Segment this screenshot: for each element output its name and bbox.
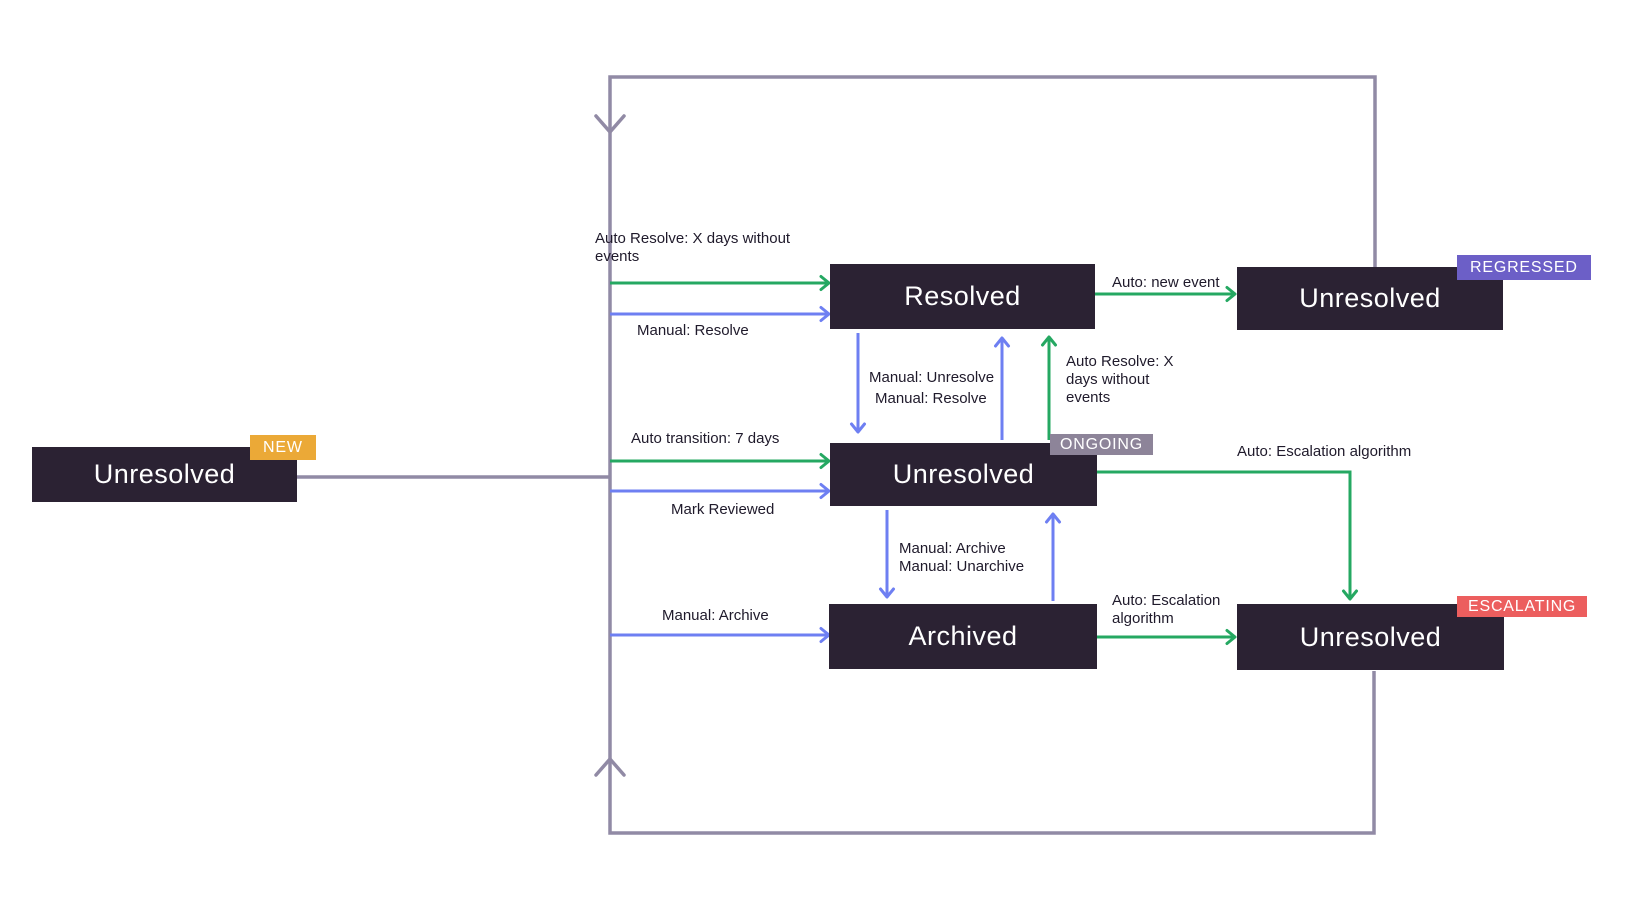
edge-label-manual-resolve-mid: Manual: Resolve	[875, 390, 987, 407]
edge-label-auto-resolve-mid: Auto Resolve: X days without events	[1066, 353, 1174, 406]
edge-label-manual-unresolve: Manual: Unresolve	[869, 369, 995, 386]
node-label: Unresolved	[1299, 283, 1441, 313]
edge-outer-loop	[608, 75, 1377, 835]
node-archived: Archived	[829, 604, 1097, 669]
status-badge-new: NEW	[250, 435, 316, 460]
edge-label-auto-resolve-top: Auto Resolve: X days without events	[595, 230, 791, 265]
edge-label-auto-transition: Auto transition: 7 days	[631, 430, 780, 447]
edge-label-manual-archive-bottom: Manual: Archive	[662, 607, 769, 624]
node-label: Unresolved	[1299, 621, 1442, 652]
status-badge-regressed: REGRESSED	[1457, 255, 1591, 280]
node-label: Unresolved	[93, 459, 236, 489]
edge-label-manual-archive-pair: Manual: Archive Manual: Unarchive	[899, 540, 1025, 575]
node-unresolved-new: Unresolved	[32, 447, 297, 502]
node-resolved: Resolved	[830, 264, 1095, 329]
node-label: Archived	[908, 621, 1018, 651]
edge-label-auto-escalation-bottom: Auto: Escalation algorithm	[1112, 592, 1221, 627]
node-label: Unresolved	[892, 459, 1035, 489]
loop-up-chevron-icon	[594, 757, 626, 777]
edge-label-mark-reviewed: Mark Reviewed	[671, 501, 775, 518]
node-label: Resolved	[904, 281, 1021, 311]
status-badge-escalating: ESCALATING	[1457, 596, 1588, 617]
edge-auto-escalation-right	[1097, 470, 1358, 601]
status-badge-ongoing: ONGOING	[1050, 434, 1153, 455]
edge-label-auto-escalation-right: Auto: Escalation algorithm	[1237, 443, 1412, 460]
edge-label-auto-new-event: Auto: new event	[1112, 274, 1220, 291]
loop-down-chevron-icon	[594, 114, 626, 134]
edge-label-manual-resolve-top: Manual: Resolve	[637, 322, 749, 339]
